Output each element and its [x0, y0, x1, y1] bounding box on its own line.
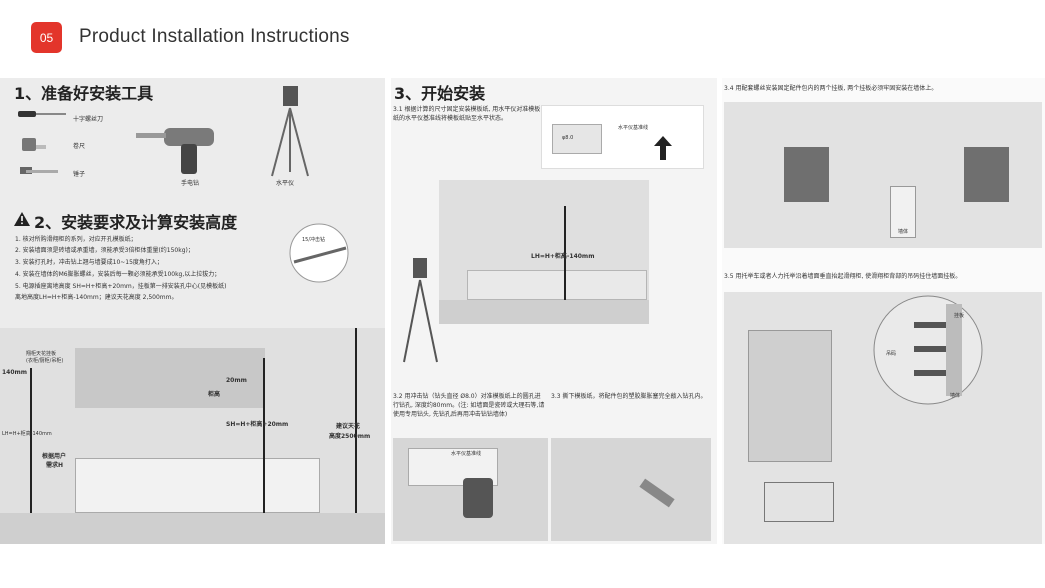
room-diagram [0, 328, 385, 544]
tools-and-requirements-panel: 1、准备好安装工具 十字螺丝刀 卷尺 锤子 手电钻 水平仪 [0, 78, 385, 544]
sh-arrow [263, 358, 265, 513]
tape-measure-icon [22, 138, 46, 151]
label-hook: 吊码 [886, 351, 897, 357]
lh-measure-label: LH=H+柜高-140mm [531, 253, 595, 260]
lh-measure-arrow [564, 206, 566, 300]
step-3-4-illustration: 墙体 [724, 102, 1042, 248]
ceiling-height-label-1: 建议天花 [336, 423, 361, 430]
label-wall: 墙体 [950, 393, 961, 399]
user-height-label-2: 需求H [46, 462, 64, 469]
requirement-6: 离地高度LH=H+柜高-140mm；建议天花高度 2,500mm。 [15, 294, 178, 301]
warning-icon [14, 212, 30, 226]
tool-label-level: 水平仪 [276, 180, 295, 187]
base-cabinet [75, 458, 320, 513]
template-baseline-label: 水平仪基准线 [618, 125, 649, 131]
hammer-drill-icon [463, 478, 493, 518]
installation-steps-panel-2: 3.4 用配套螺丝安装固定配件包内的两个挂板, 两个挂板必须牢固安装在墙体上。 … [722, 78, 1045, 544]
label-hanger-plate: 挂板 [954, 313, 965, 319]
hanger-plate-right [964, 147, 1009, 202]
requirement-4: 4. 安装在墙体的M6膨胀螺丝，安装后每一颗必须能承受100kg,以上拉拔力； [15, 271, 221, 278]
wall-section [890, 186, 916, 238]
step-3-5-illustration: 挂板 吊码 墙体 [724, 292, 1042, 544]
step-3-5-text: 3.5 用托举车或者人力托举沿着墙面垂直抬起滑翔柜, 使滑翔柜背部的吊码挂住墙面… [724, 273, 962, 280]
dim-20: 20mm [226, 377, 247, 384]
step-3-4-wall-label: 墙体 [898, 229, 909, 235]
glide-cabinet [748, 330, 832, 462]
hanger-plate-left [784, 147, 829, 202]
screwdriver-icon [18, 111, 66, 117]
arrow-up-icon [654, 136, 672, 160]
step-3-1-text: 3.1 根据计算的尺寸固定安装模板纸, 用水平仪对准模板纸的水平仪基准线将模板纸… [393, 106, 541, 122]
step-3-2-text: 3.2 用冲击钻（钻头直径 Ø8.0）对准模板纸上的圆孔进行钻孔, 深度约80m… [393, 393, 545, 418]
room-perspective [439, 180, 649, 324]
cabinet-height-label: 柜高 [208, 391, 221, 398]
requirement-3: 3. 安装打孔时，冲击钻上翘与墙要成10~15度角打入； [15, 259, 163, 266]
ceiling-height-label-2: 高度2500mm [329, 433, 371, 440]
room-floor [439, 300, 649, 324]
user-height-label-1: 根据用户 [42, 453, 67, 460]
lh-arrow [30, 368, 32, 513]
dim-140: 140mm [2, 369, 28, 376]
requirement-5: 5. 电源插座离地高度 SH=H+柜高+20mm，挂板第一排安装孔中心(见模板纸… [15, 283, 227, 290]
requirement-1: 1. 核对所购滑翔柜的系列，对应开孔模板纸； [15, 236, 137, 243]
page-title: Product Installation Instructions [79, 26, 350, 47]
hammer-strike-icon [639, 478, 675, 508]
section2-title: 2、安装要求及计算安装高度 [34, 213, 238, 232]
laser-level-tripod-icon [403, 258, 438, 363]
drill-icon [136, 128, 214, 174]
section-number-badge: 05 [31, 22, 62, 53]
installation-steps-panel-1: 3、开始安装 3.1 根据计算的尺寸固定安装模板纸, 用水平仪对准模板纸的水平仪… [391, 78, 717, 544]
step-3-3-illustration [551, 438, 711, 541]
room-cabinet [467, 270, 647, 300]
requirement-2: 2. 安装墙面须是砖墙或承重墙，须能承受3倍柜体重量(约150kg)； [15, 247, 194, 254]
ceiling-plate-sub: (衣柜/厨柜/吊柜) [26, 358, 64, 364]
lift-cart [764, 482, 834, 522]
step-3-4-text: 3.4 用配套螺丝安装固定配件包内的两个挂板, 两个挂板必须牢固安装在墙体上。 [724, 85, 938, 92]
template-hole-label: φ8.0 [562, 135, 574, 141]
ceiling-plate-label: 翔柜天花挂板 [26, 351, 57, 357]
detail-zoom-circle [873, 295, 983, 405]
sh-label: SH=H+柜高+20mm [226, 421, 289, 428]
lh-label: LH=H+柜高-140mm [2, 431, 52, 437]
hammer-icon [20, 167, 58, 174]
tool-label-hammer: 锤子 [73, 171, 86, 178]
header: 05 Product Installation Instructions [0, 0, 1045, 78]
section3-title: 3、开始安装 [394, 84, 486, 103]
tool-label-tape: 卷尺 [73, 143, 86, 150]
step-3-2-illustration: 水平仪基准线 [393, 438, 548, 541]
drill-angle-note: 15/冲击钻 [302, 237, 326, 243]
laser-level-icon [271, 86, 309, 177]
tool-label-drill: 手电钻 [181, 180, 200, 187]
template-sheet [552, 124, 602, 154]
drill-angle-diagram [289, 223, 349, 283]
ceiling-height-arrow [355, 328, 357, 513]
step-3-3-text: 3.3 撕下模板纸，将配件包的塑胶膨胀塞完全敲入钻孔内。 [551, 393, 707, 400]
section1-title: 1、准备好安装工具 [14, 84, 154, 103]
template-callout: 水平仪基准线 φ8.0 [541, 105, 704, 169]
tool-label-screwdriver: 十字螺丝刀 [73, 116, 104, 123]
upper-cabinet [75, 348, 265, 408]
step-3-2-tag: 水平仪基准线 [451, 451, 482, 457]
floor [0, 513, 385, 544]
